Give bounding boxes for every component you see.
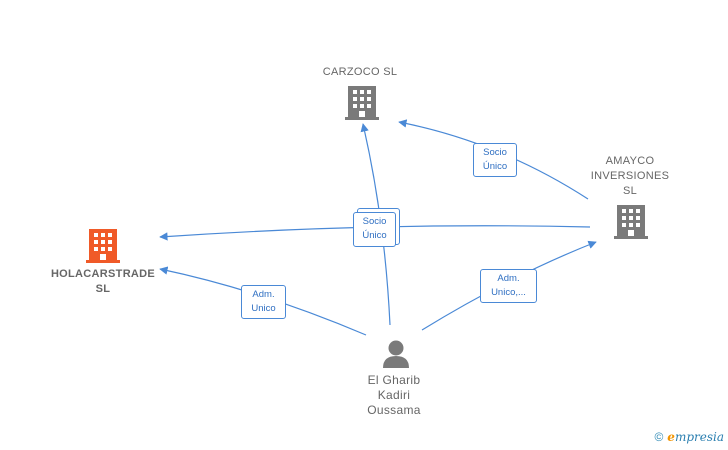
edge-label-socio-unico-stacked[interactable]: Socio Único: [353, 212, 396, 247]
company-label-carzoco[interactable]: CARZOCO SL: [322, 66, 398, 78]
company-label-holacarstrade[interactable]: HOLACARSTRADE SL: [50, 268, 156, 295]
company-label-amayco[interactable]: AMAYCO INVERSIONES SL: [590, 155, 670, 197]
building-icon[interactable]: [86, 229, 120, 263]
copyright-symbol: ©: [654, 430, 664, 444]
empresia-logo[interactable]: empresia: [667, 430, 724, 444]
edge-label-adm-unico-more[interactable]: Adm. Unico,...: [480, 269, 537, 303]
edge-label-adm-unico[interactable]: Adm. Unico: [241, 285, 286, 319]
person-icon[interactable]: [383, 340, 409, 369]
edge-label-socio-unico[interactable]: Socio Único: [473, 143, 517, 177]
building-icon[interactable]: [345, 86, 379, 120]
person-label[interactable]: El Gharib Kadiri Oussama: [367, 373, 421, 417]
building-icon[interactable]: [614, 205, 648, 239]
footer-brand: © empresia: [654, 430, 724, 444]
